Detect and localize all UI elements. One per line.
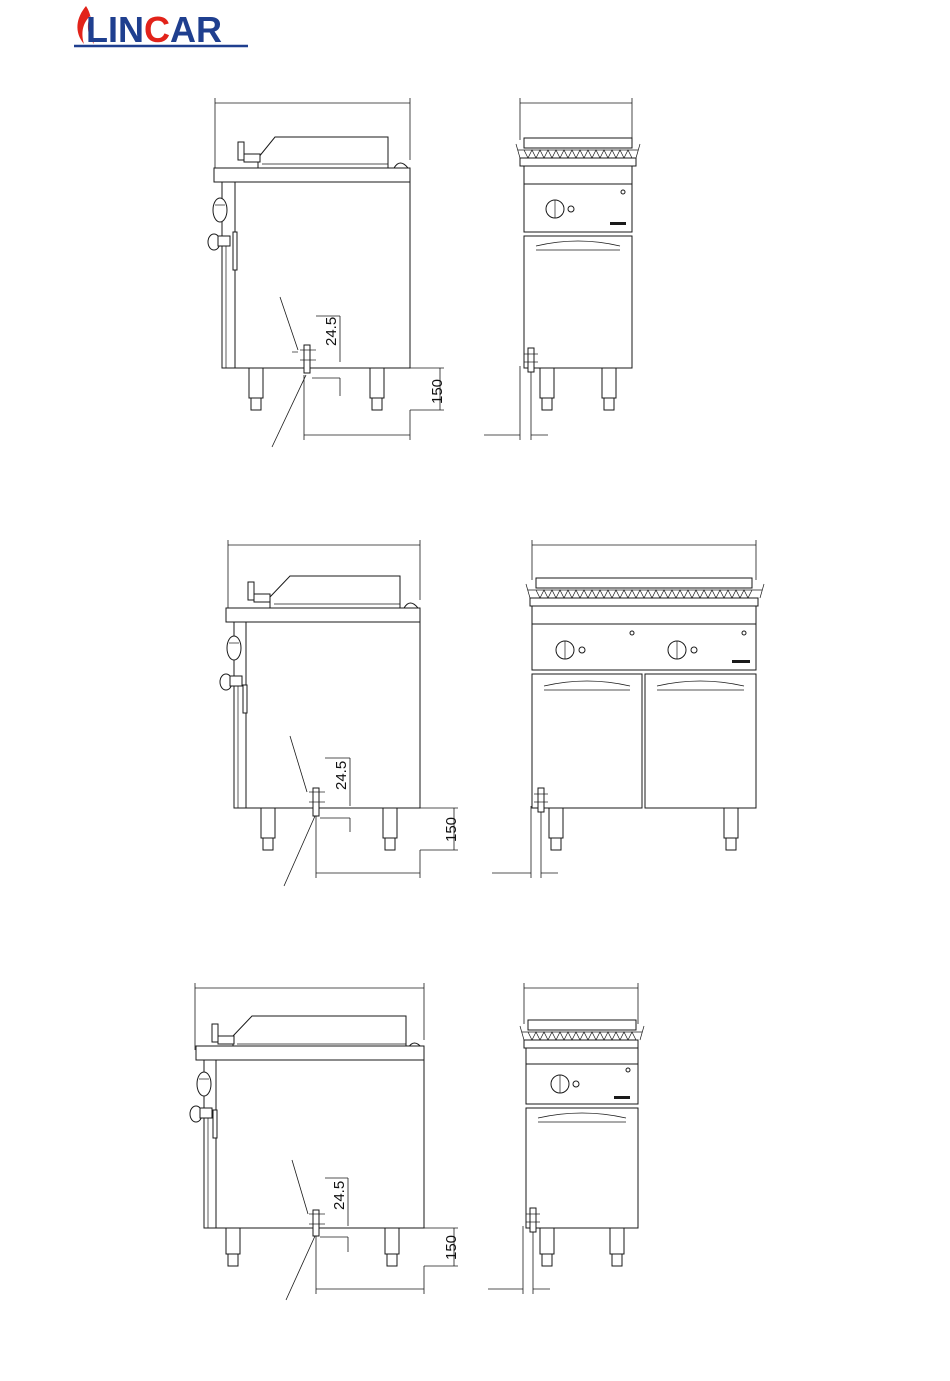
dimension-label-24-5: 24.5 [323,317,340,346]
dimension-label-24-5: 24.5 [333,761,350,790]
front-view-2 [492,540,764,878]
side-view-2: 24.5 150 [220,540,460,886]
side-view-1: 24.5 150 [208,98,446,447]
dimension-label-150: 150 [443,817,460,842]
front-view-3 [488,983,644,1294]
side-view-3: 24.5 150 [190,983,460,1300]
dimension-label-150: 150 [443,1235,460,1260]
front-view-1 [484,98,640,440]
dimension-label-150: 150 [429,379,446,404]
dimension-label-24-5: 24.5 [331,1181,348,1210]
